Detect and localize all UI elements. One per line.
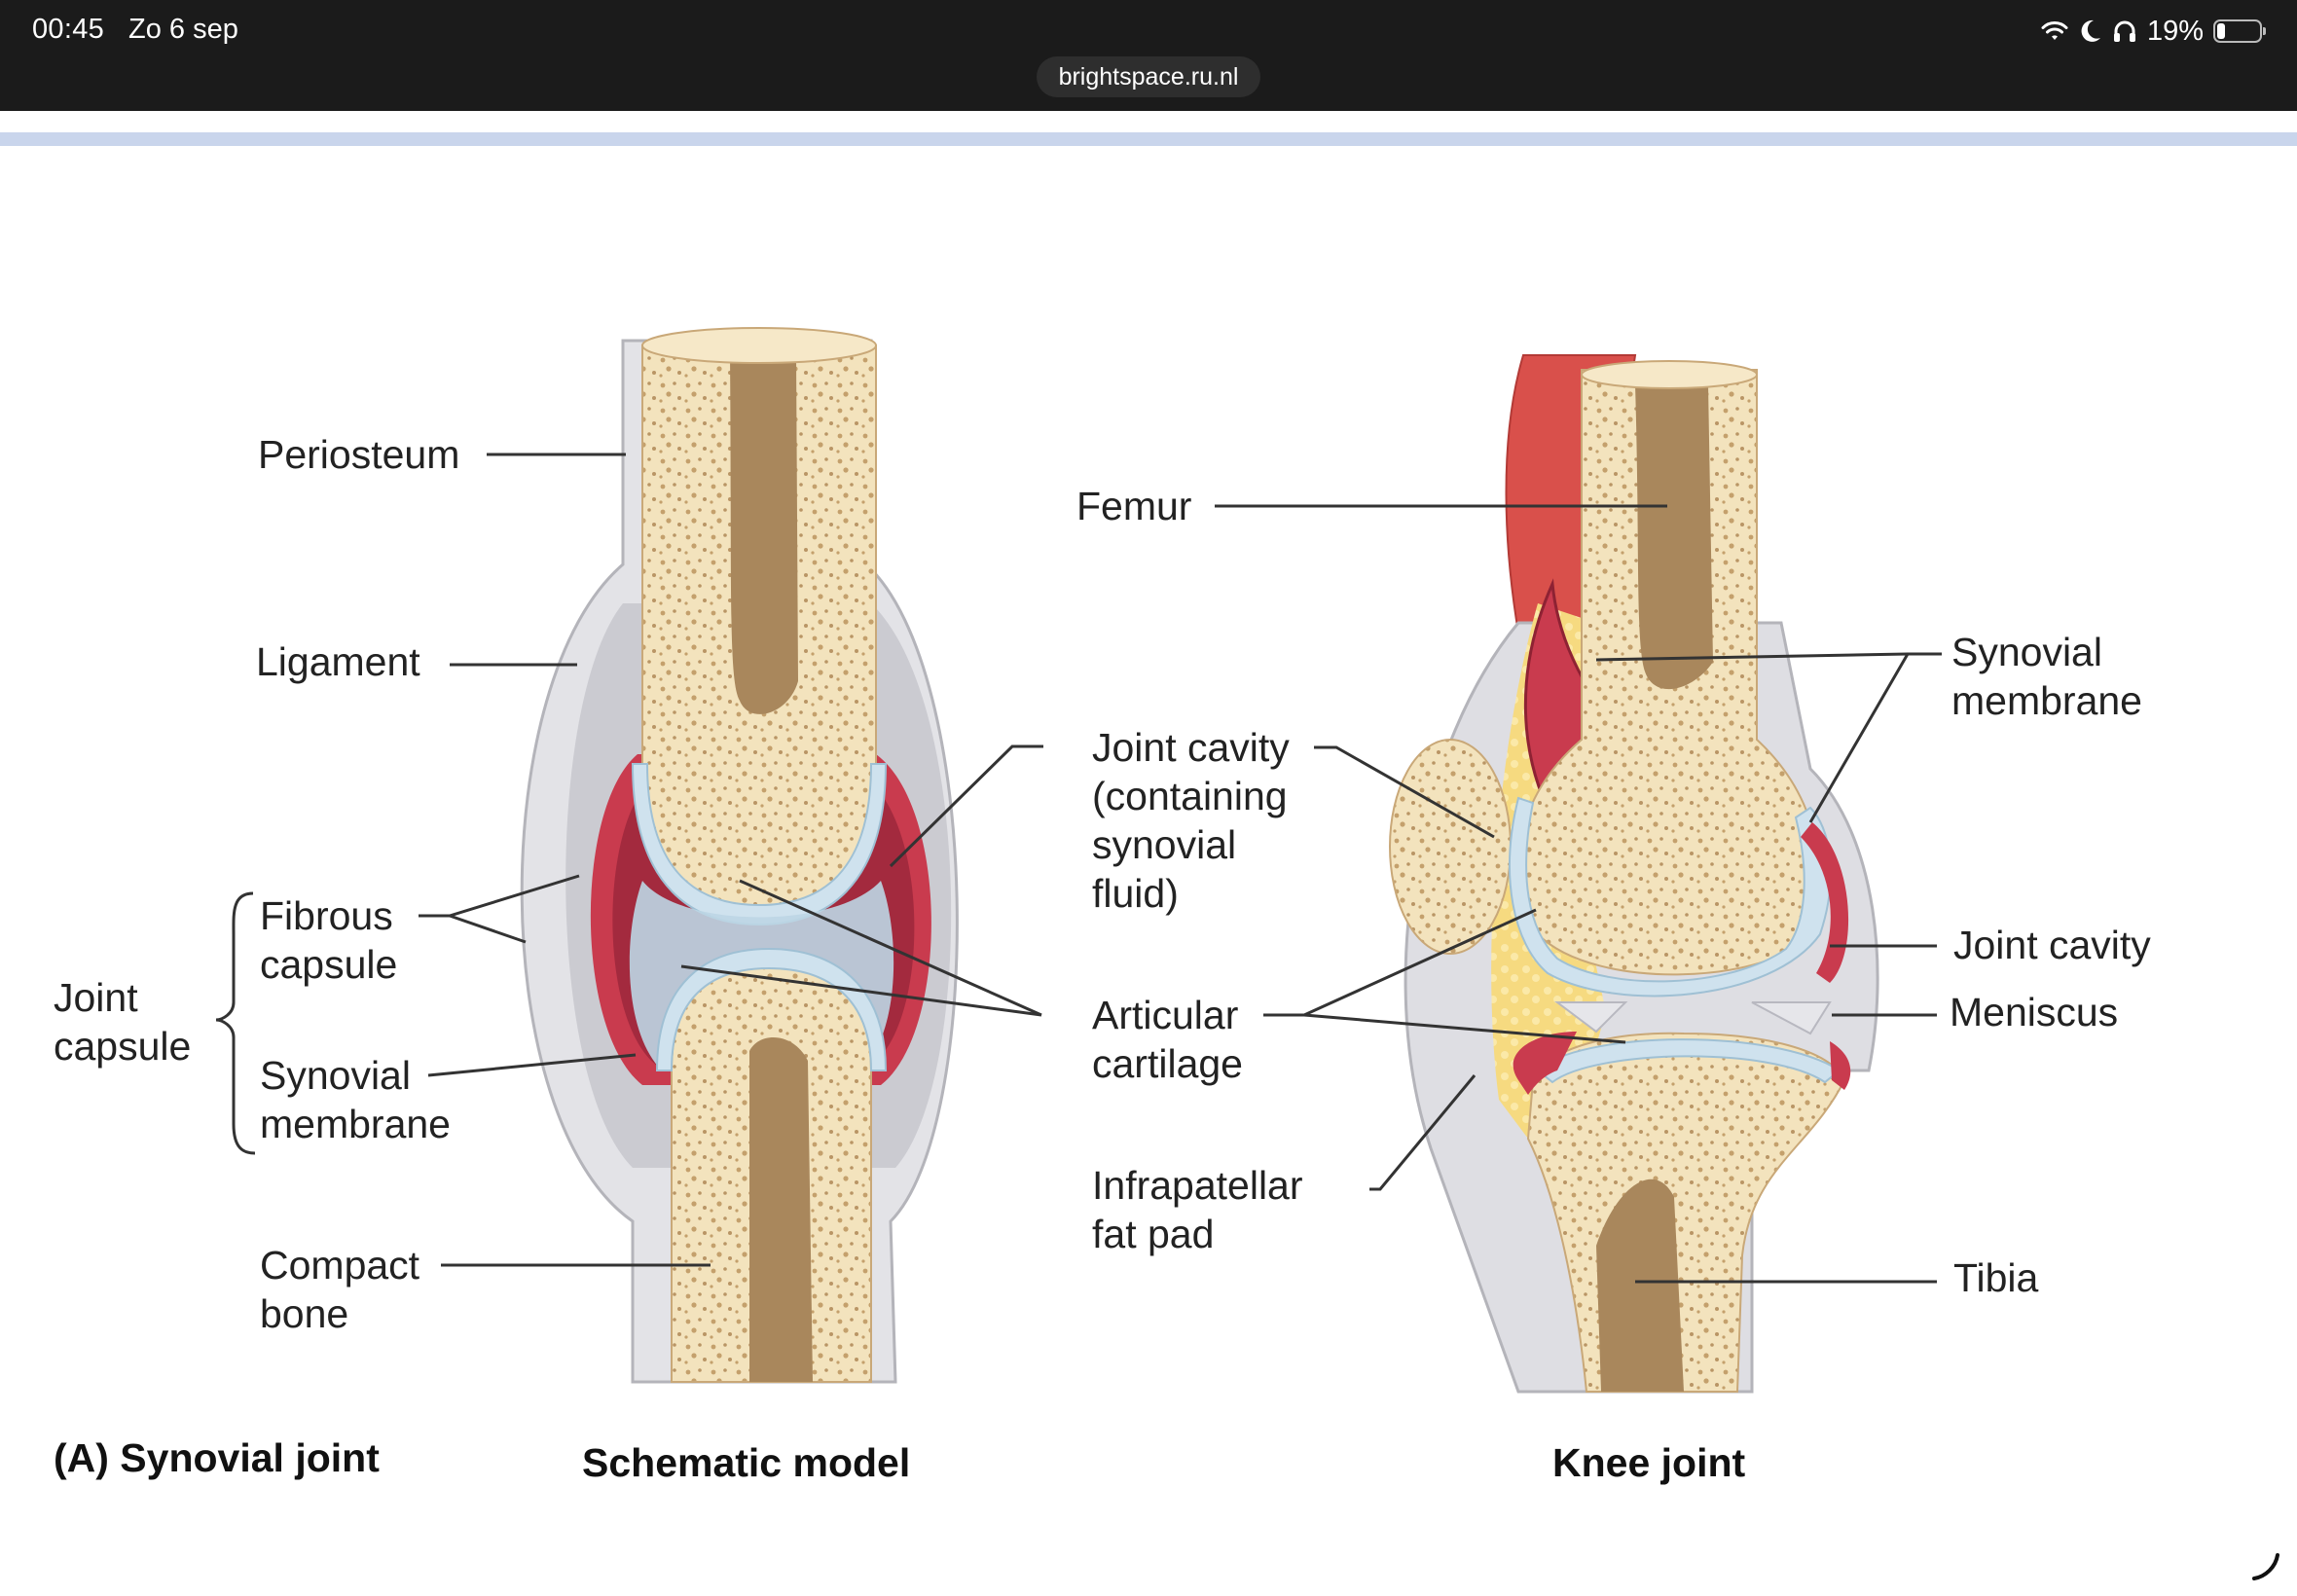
label-ligament: Ligament xyxy=(256,639,420,684)
label-articular-line1: Articular xyxy=(1092,993,1239,1037)
headphones-icon xyxy=(2113,20,2135,42)
label-synovial-membrane-left: Synovial membrane xyxy=(260,1051,451,1148)
label-articular-cartilage: Articular cartilage xyxy=(1092,991,1243,1088)
label-joint-cavity-line4: fluid) xyxy=(1092,871,1179,916)
label-compact-line2: bone xyxy=(260,1291,349,1336)
schematic-lower-cartilage xyxy=(655,947,888,1071)
label-joint-cavity-line2: (containing xyxy=(1092,774,1288,818)
resize-handle-icon[interactable] xyxy=(2246,1547,2281,1582)
leader-lines xyxy=(215,453,1942,1284)
label-infrapatellar-line1: Infrapatellar xyxy=(1092,1163,1303,1208)
schematic-model xyxy=(520,327,959,1384)
battery-fill xyxy=(2217,23,2225,39)
label-joint-capsule-line2: capsule xyxy=(54,1024,192,1069)
moon-icon xyxy=(2081,19,2100,42)
caption-knee-joint: Knee joint xyxy=(1552,1440,1746,1485)
status-bar: 00:45 Zo 6 sep 19% brightspace.ru.nl xyxy=(0,0,2297,111)
label-periosteum: Periosteum xyxy=(258,432,460,477)
knee-top-cut xyxy=(1581,360,1758,389)
caption-schematic-model: Schematic model xyxy=(582,1440,911,1485)
label-joint-capsule: Joint capsule xyxy=(54,973,191,1070)
caption-synovial-joint: (A) Synovial joint xyxy=(54,1435,380,1480)
label-joint-cavity-center: Joint cavity (containing synovial fluid) xyxy=(1092,723,1290,918)
label-compact-bone: Compact bone xyxy=(260,1241,419,1338)
label-synovial-right-line1: Synovial xyxy=(1951,630,2102,674)
schematic-top-cut xyxy=(641,327,877,364)
synovial-joint-figure: Periosteum Ligament Joint capsule Fibrou… xyxy=(0,146,2297,1596)
label-articular-line2: cartilage xyxy=(1092,1041,1243,1086)
label-tibia: Tibia xyxy=(1953,1255,2039,1300)
status-time: 00:45 xyxy=(32,14,105,45)
battery-icon xyxy=(2213,19,2266,43)
schematic-femur-end xyxy=(642,769,876,910)
label-infrapatellar-line2: fat pad xyxy=(1092,1212,1215,1256)
label-joint-cavity-line3: synovial xyxy=(1092,822,1237,867)
label-fibrous-line1: Fibrous xyxy=(260,893,393,938)
label-fibrous-capsule: Fibrous capsule xyxy=(260,891,397,989)
page-header-bar xyxy=(0,132,2297,146)
label-fibrous-line2: capsule xyxy=(260,942,398,987)
knee-patella xyxy=(1389,739,1512,955)
knee-synovial-lower xyxy=(1513,1032,1851,1095)
knee-femur-marrow xyxy=(1635,384,1713,690)
label-joint-capsule-line1: Joint xyxy=(54,975,138,1020)
status-date: Zo 6 sep xyxy=(128,14,238,45)
wifi-icon xyxy=(2041,21,2068,40)
knee-model xyxy=(1389,354,1879,1394)
label-synovial-membrane-right: Synovial membrane xyxy=(1951,628,2142,725)
knee-femur-cartilage xyxy=(1509,796,1832,998)
battery-percent: 19% xyxy=(2146,15,2204,47)
figure-illustration xyxy=(215,327,1942,1394)
label-joint-cavity-right: Joint cavity xyxy=(1953,923,2151,967)
schematic-femur-marrow xyxy=(730,355,798,714)
label-compact-line1: Compact xyxy=(260,1243,420,1288)
knee-meniscus xyxy=(1554,1001,1832,1035)
knee-synovial-right xyxy=(1801,822,1849,983)
label-femur: Femur xyxy=(1076,484,1192,528)
label-synovial-right-line2: membrane xyxy=(1951,678,2142,723)
label-meniscus: Meniscus xyxy=(1950,990,2119,1034)
status-icons: 19% xyxy=(2040,12,2266,51)
url-bar[interactable]: brightspace.ru.nl xyxy=(1037,56,1260,97)
label-synovial-left-line1: Synovial xyxy=(260,1053,411,1098)
url-text: brightspace.ru.nl xyxy=(1058,62,1239,91)
schematic-tibia-marrow xyxy=(749,1037,813,1382)
label-synovial-left-line2: membrane xyxy=(260,1102,451,1146)
label-joint-cavity-line1: Joint cavity xyxy=(1092,725,1290,770)
label-infrapatellar-fat-pad: Infrapatellar fat pad xyxy=(1092,1161,1303,1258)
knee-tibia-marrow xyxy=(1596,1179,1684,1392)
